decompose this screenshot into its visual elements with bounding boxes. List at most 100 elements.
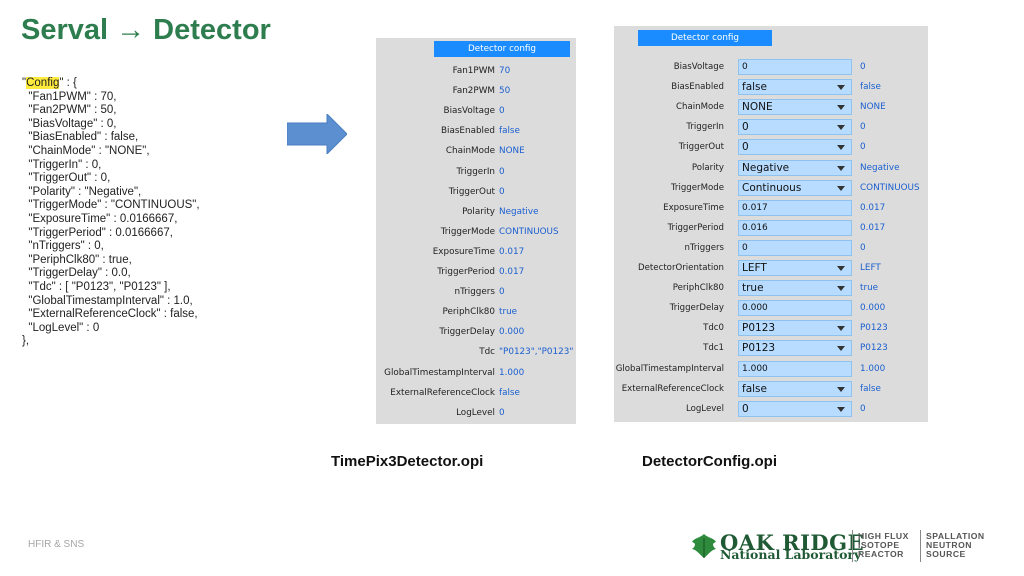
config-row-label: ExposureTime: [663, 202, 724, 213]
timepix-row-value: NONE: [499, 146, 525, 157]
chevron-down-icon[interactable]: [837, 286, 845, 292]
config-combo-box[interactable]: true: [738, 280, 852, 297]
config-readback-value: CONTINUOUS: [860, 182, 920, 193]
logo-sns: SPALLATION NEUTRON SOURCE: [926, 531, 985, 559]
config-readback-value: 0.017: [860, 222, 886, 233]
config-row: DetectorOrientation LEFT LEFT: [614, 259, 928, 277]
config-json-line: "Tdc" : [ "P0123", "P0123" ],: [22, 280, 171, 293]
config-row-label: Polarity: [691, 162, 724, 173]
config-row: TriggerDelay 0.000 0.000: [614, 299, 928, 317]
config-json-line: "Polarity" : "Negative",: [22, 185, 142, 198]
config-readback-value: P0123: [860, 343, 888, 354]
config-combo-box[interactable]: 0: [738, 119, 852, 136]
config-row-label: nTriggers: [684, 242, 724, 253]
logo-hfir: HIGH FLUX ISOTOPE REACTOR: [858, 531, 909, 559]
config-key-highlight: Config: [26, 77, 60, 89]
config-field-value: 0.016: [742, 222, 768, 233]
config-row-label: TriggerDelay: [669, 303, 724, 314]
config-field-value: false: [742, 382, 767, 395]
footer-text: HFIR & SNS: [28, 539, 85, 550]
chevron-down-icon[interactable]: [837, 85, 845, 91]
config-text-input[interactable]: 0.000: [738, 300, 852, 317]
config-json-line: "ExternalReferenceClock" : false,: [22, 308, 198, 321]
config-json-line: "PeriphClk80" : true,: [22, 253, 132, 266]
logo-divider: [920, 530, 921, 562]
config-json-line: "TriggerDelay" : 0.0,: [22, 267, 131, 280]
config-text-input[interactable]: 1.000: [738, 360, 852, 377]
config-combo-box[interactable]: LEFT: [738, 260, 852, 276]
config-combo-box[interactable]: false: [738, 79, 852, 96]
timepix-row-value: 70: [499, 66, 511, 76]
config-json-line: "ExposureTime" : 0.0166667,: [22, 212, 178, 225]
timepix-row-label: ChainMode: [445, 146, 495, 157]
config-json-line: "ChainMode" : "NONE",: [22, 144, 150, 157]
config-combo-box[interactable]: 0: [738, 139, 852, 156]
timepix-row-label: ExternalReferenceClock: [390, 387, 495, 398]
config-combo-box[interactable]: NONE: [738, 99, 852, 116]
config-combo-box[interactable]: Continuous: [738, 179, 852, 196]
chevron-down-icon[interactable]: [837, 185, 845, 191]
config-field-value: 1.000: [742, 363, 768, 374]
chevron-down-icon[interactable]: [837, 165, 845, 171]
chevron-down-icon[interactable]: [837, 346, 845, 352]
config-combo-box[interactable]: 0: [738, 400, 852, 417]
config-row-label: ExternalReferenceClock: [621, 383, 724, 394]
config-text-input[interactable]: 0: [738, 59, 852, 75]
config-panel-header: Detector config: [638, 30, 772, 46]
config-row-label: TriggerOut: [678, 142, 724, 153]
config-json-line: "GlobalTimestampInterval" : 1.0,: [22, 294, 193, 307]
config-json-line: "nTriggers" : 0,: [22, 240, 104, 253]
config-readback-value: 0: [860, 122, 866, 133]
code-open-quote: ": [22, 77, 27, 89]
config-readback-value: NONE: [860, 102, 886, 113]
timepix-row: Fan1PWM 70: [376, 62, 576, 80]
config-row-label: DetectorOrientation: [638, 263, 724, 273]
timepix-row-value: 0: [499, 407, 505, 418]
chevron-down-icon[interactable]: [837, 266, 845, 271]
timepix-row-label: Fan2PWM: [452, 86, 495, 97]
chevron-down-icon[interactable]: [837, 145, 845, 151]
config-combo-box[interactable]: Negative: [738, 159, 852, 176]
timepix-row-label: Polarity: [462, 206, 495, 217]
config-json-line: "TriggerOut" : 0,: [22, 172, 111, 185]
chevron-down-icon[interactable]: [837, 406, 845, 412]
logo-oak-ridge: OAK RIDGE: [720, 530, 865, 555]
config-text-input[interactable]: 0.017: [738, 199, 852, 216]
config-text-input[interactable]: 0.016: [738, 219, 852, 236]
config-json-line: "TriggerPeriod" : 0.0166667,: [22, 226, 173, 239]
config-combo-box[interactable]: P0123: [738, 320, 852, 337]
config-readback-value: LEFT: [860, 263, 881, 273]
config-combo-box[interactable]: false: [738, 380, 852, 397]
chevron-down-icon[interactable]: [837, 125, 845, 131]
chevron-down-icon[interactable]: [837, 105, 845, 111]
timepix-row-label: TriggerMode: [440, 226, 495, 237]
config-text-input[interactable]: 0: [738, 239, 852, 256]
timepix-row-label: Fan1PWM: [452, 66, 495, 76]
timepix-row-label: TriggerPeriod: [437, 267, 495, 277]
timepix-row-label: ExposureTime: [432, 246, 495, 257]
config-field-value: 0: [742, 402, 749, 415]
config-readback-value: 0.000: [860, 303, 886, 314]
config-readback-value: false: [860, 383, 881, 394]
chevron-down-icon[interactable]: [837, 386, 845, 392]
config-field-value: 0: [742, 242, 748, 253]
config-json-line: "Fan2PWM" : 50,: [22, 104, 117, 117]
config-readback-value: 1.000: [860, 363, 886, 374]
chevron-down-icon[interactable]: [837, 326, 845, 332]
config-combo-box[interactable]: P0123: [738, 340, 852, 357]
config-field-value: 0.017: [742, 202, 768, 213]
timepix-row-value: 1.000: [499, 367, 525, 378]
config-row-label: TriggerPeriod: [667, 222, 724, 233]
config-field-value: 0: [742, 141, 749, 154]
timepix-row-value: 50: [499, 86, 511, 97]
config-row-label: BiasEnabled: [671, 82, 724, 93]
